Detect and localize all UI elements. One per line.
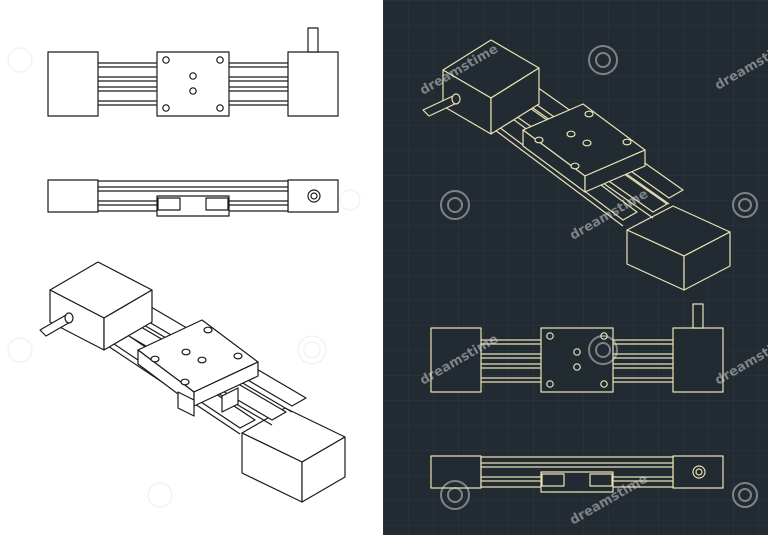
- top-view-drawing: [47, 27, 339, 117]
- side-view-drawing: [47, 179, 339, 217]
- left-drawing-panel: [0, 0, 383, 535]
- right-drawing-svg: dreamstime dreamstime dreamstime dreamst…: [383, 0, 768, 535]
- isometric-view-drawing: [39, 261, 346, 503]
- isometric-view-blueprint: [422, 39, 731, 291]
- watermark-right: [440, 45, 758, 510]
- watermark-left: [7, 47, 361, 508]
- side-view-blueprint: [430, 455, 724, 493]
- right-drawing-panel: dreamstime dreamstime dreamstime dreamst…: [383, 0, 768, 535]
- left-drawing-svg: [7, 27, 361, 508]
- top-view-blueprint: [430, 303, 724, 393]
